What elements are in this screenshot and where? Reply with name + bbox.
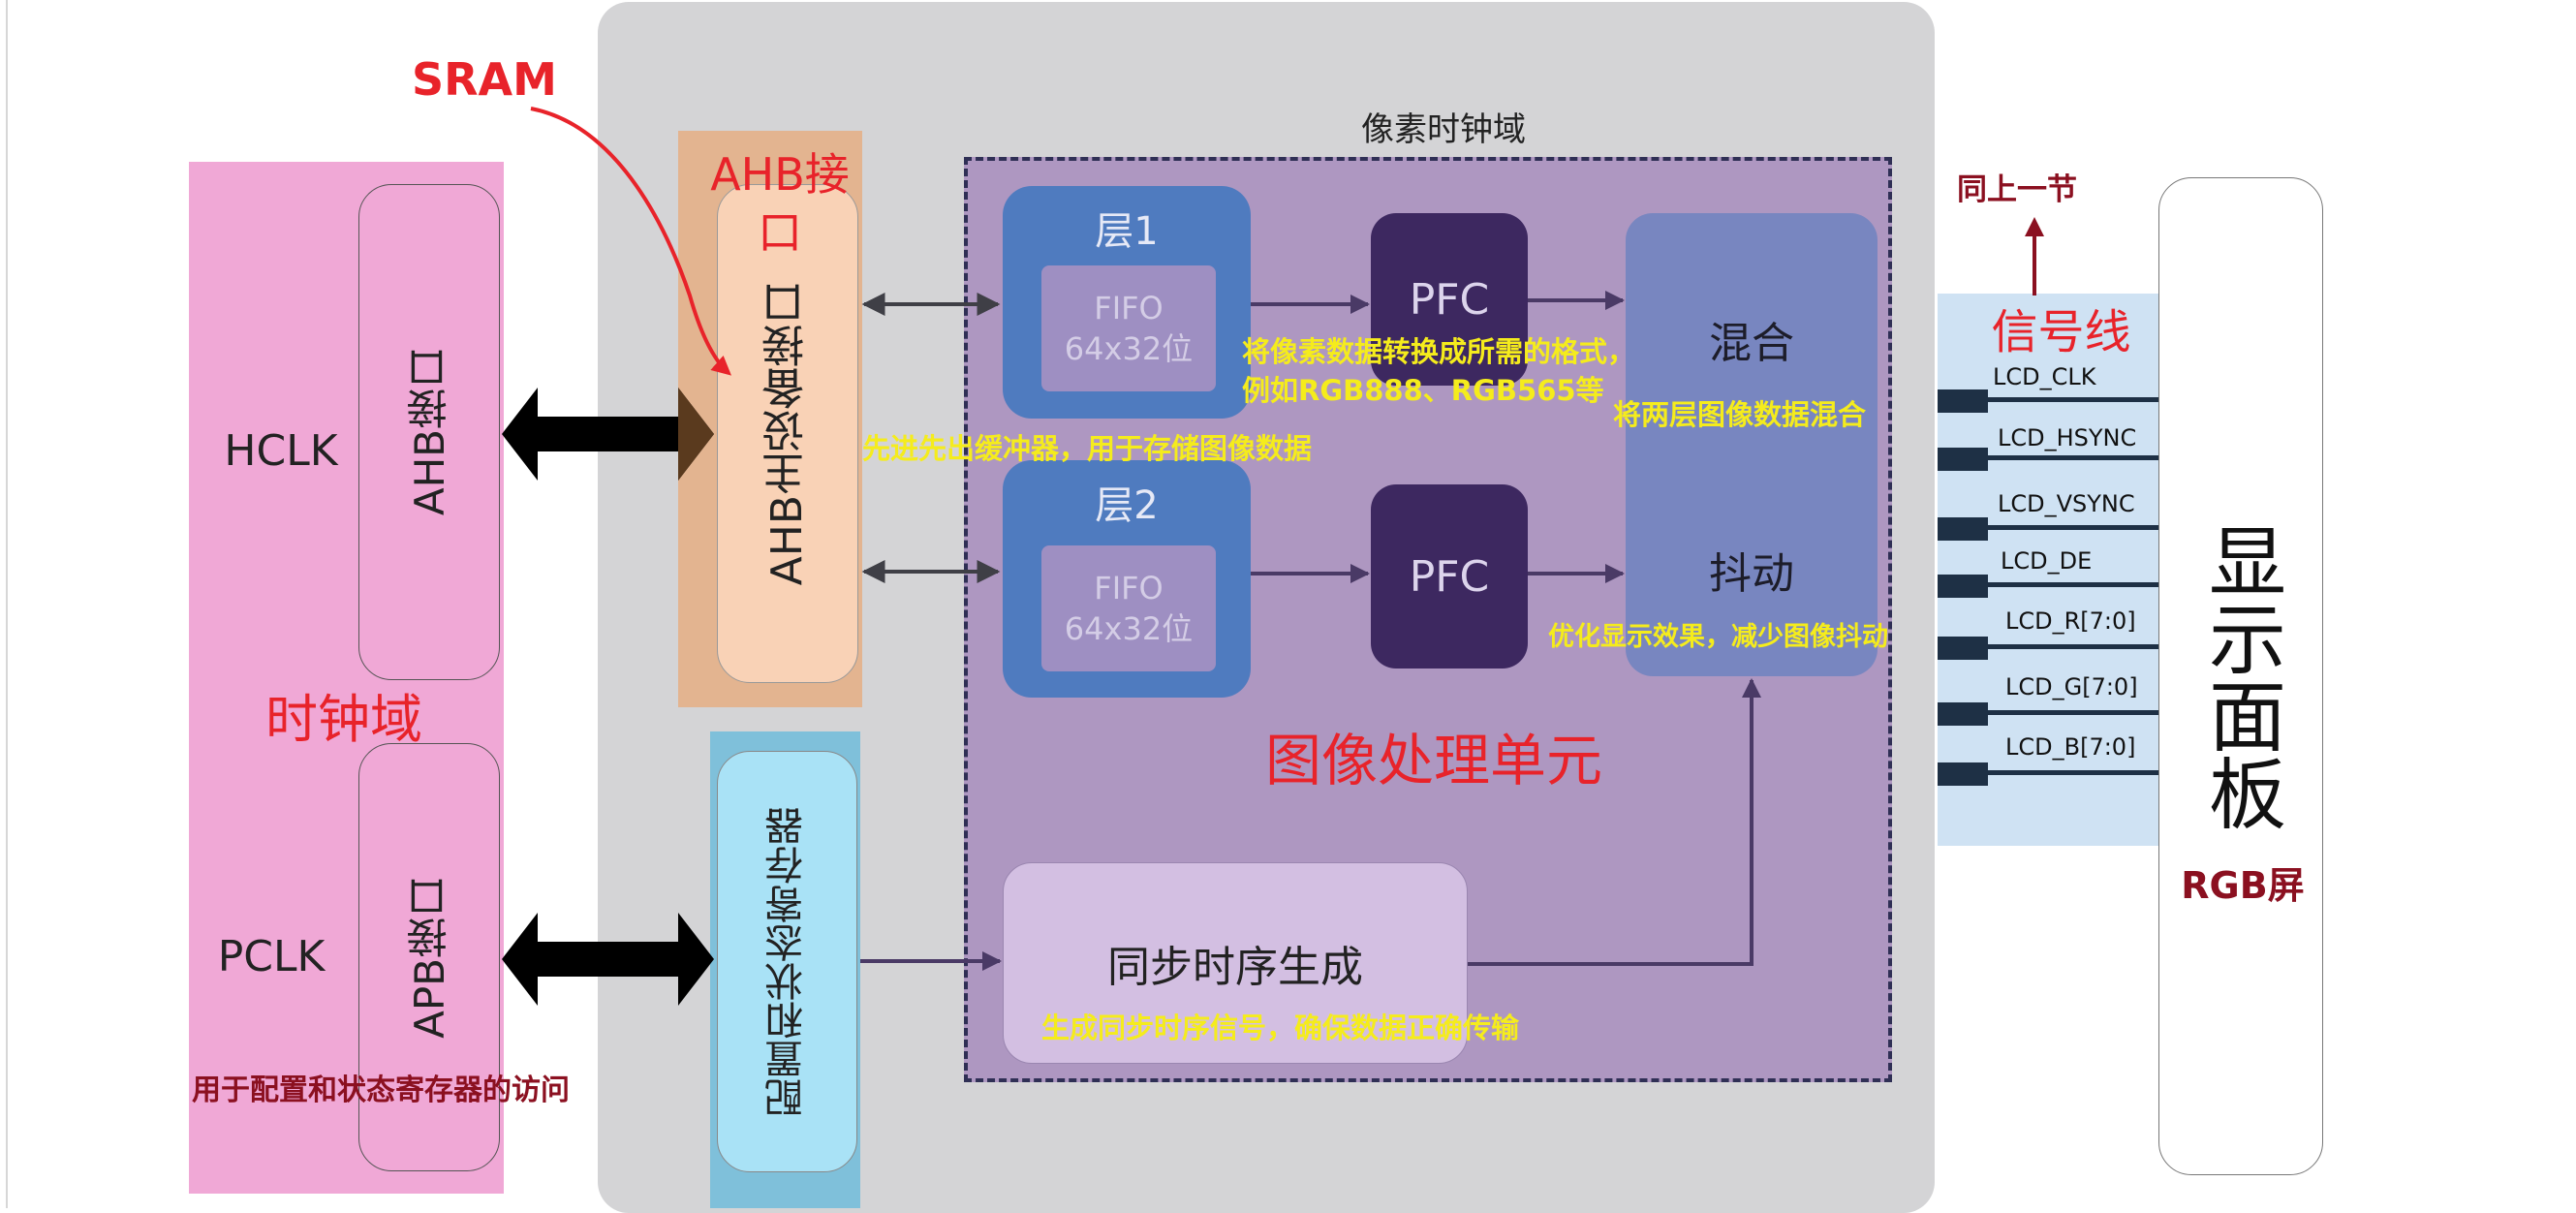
blend-note: 将两层图像数据混合 <box>1613 398 1867 431</box>
signal-name: LCD_DE <box>2001 547 2093 575</box>
signal-line <box>1988 455 2160 460</box>
signal-line <box>1988 710 2160 715</box>
signal-list: LCD_CLK LCD_HSYNC LCD_VSYNC LCD_DE LCD_R… <box>1938 354 2160 790</box>
ahb-bus-arrow <box>502 388 714 481</box>
ahb-annotation-text: AHB接口 <box>710 148 850 259</box>
signal-port <box>1938 575 1988 598</box>
signal-row: LCD_B[7:0] <box>1938 733 2160 786</box>
fifo1-box: FIFO 64x32位 <box>1041 265 1216 391</box>
signal-port <box>1938 389 1988 413</box>
hclk-label: HCLK <box>224 425 338 476</box>
signal-line <box>1988 770 2160 775</box>
signal-name: LCD_CLK <box>1993 363 2096 390</box>
signal-port <box>1938 448 1988 471</box>
sync-gen-box: 同步时序生成 <box>1003 862 1468 1064</box>
signal-line <box>1988 397 2160 402</box>
signal-row: LCD_G[7:0] <box>1938 673 2160 726</box>
dither-note: 优化显示效果，减少图像抖动 <box>1548 622 1888 652</box>
config-regs-box: 配置和状态寄存器 <box>717 751 857 1172</box>
display-panel: 显示面板 <box>2158 177 2323 1175</box>
signal-port <box>1938 702 1988 726</box>
display-panel-label: 显示面板 <box>2196 521 2286 831</box>
signal-port <box>1938 517 1988 541</box>
pfc1-box: PFC <box>1371 213 1528 386</box>
signal-name: LCD_VSYNC <box>1998 490 2135 517</box>
signal-name: LCD_HSYNC <box>1998 424 2137 451</box>
layer1-label: 层1 <box>1095 209 1159 254</box>
signal-line <box>1988 582 2160 587</box>
sram-label: SRAM <box>412 53 557 106</box>
signal-row: LCD_R[7:0] <box>1938 607 2160 660</box>
signal-lines-label: 信号线 <box>1991 304 2131 359</box>
left-edge-line <box>6 0 8 1208</box>
signal-row: LCD_CLK <box>1938 363 2160 413</box>
fifo1-size: 64x32位 <box>1064 330 1194 367</box>
signal-row: LCD_VSYNC <box>1938 490 2160 541</box>
apb-bus-arrow <box>502 913 714 1006</box>
fifo2-box: FIFO 64x32位 <box>1041 545 1216 671</box>
layer2-label: 层2 <box>1095 483 1159 528</box>
signal-port <box>1938 762 1988 786</box>
apb-note: 用于配置和状态寄存器的访问 <box>192 1073 570 1107</box>
pixel-clock-domain-label: 像素时钟域 <box>1361 109 1526 149</box>
blend-label: 混合 <box>1709 319 1794 368</box>
signal-row: LCD_HSYNC <box>1938 424 2160 473</box>
fifo-note: 先进先出缓冲器，用于存储图像数据 <box>862 432 1313 465</box>
fifo1-label: FIFO <box>1094 290 1164 327</box>
sync-to-dither-arrow <box>1468 678 1761 966</box>
fifo2-size: 64x32位 <box>1064 610 1194 647</box>
sync-gen-label: 同步时序生成 <box>1107 943 1363 992</box>
same-as-previous-label: 同上一节 <box>1957 172 2077 207</box>
signal-line <box>1988 644 2160 649</box>
ahb-annotation: AHB接口 <box>707 145 853 271</box>
dither-label: 抖动 <box>1709 549 1794 599</box>
signal-row: LCD_DE <box>1938 547 2160 598</box>
sram-arrow <box>530 107 731 376</box>
clock-domain-block <box>189 162 504 1194</box>
fifo2-label: FIFO <box>1094 570 1164 606</box>
ahb-port-box: AHB接口 <box>358 184 500 680</box>
rgb-screen-label: RGB屏 <box>2181 863 2305 907</box>
sync-note: 生成同步时序信号，确保数据正确传输 <box>1041 1011 1520 1044</box>
image-unit-label: 图像处理单元 <box>1264 728 1602 793</box>
pfc-note-line1: 将像素数据转换成所需的格式， <box>1242 335 1636 368</box>
layer1-box: 层1 FIFO 64x32位 <box>1003 186 1251 419</box>
pfc2-label: PFC <box>1409 551 1490 602</box>
signal-lines-bg <box>1938 294 2158 846</box>
pclk-label: PCLK <box>217 931 326 981</box>
signal-name: LCD_B[7:0] <box>2005 733 2136 761</box>
ahb-master-box: AHB主设备接口 <box>717 184 858 683</box>
ahb-bus-arrow-tip <box>678 388 714 481</box>
pfc1-label: PFC <box>1409 274 1490 325</box>
signal-name: LCD_R[7:0] <box>2005 607 2136 635</box>
signal-line <box>1988 525 2160 530</box>
signal-name: LCD_G[7:0] <box>2005 673 2138 700</box>
pfc2-box: PFC <box>1371 484 1528 669</box>
blend-dither-box: 混合 抖动 <box>1626 213 1878 676</box>
apb-port-box: APB接口 <box>358 743 500 1171</box>
clock-domain-title: 时钟域 <box>265 688 422 750</box>
signal-port <box>1938 637 1988 660</box>
pfc-note-line2: 例如RGB888、RGB565等 <box>1242 374 1604 407</box>
layer2-box: 层2 FIFO 64x32位 <box>1003 460 1251 698</box>
